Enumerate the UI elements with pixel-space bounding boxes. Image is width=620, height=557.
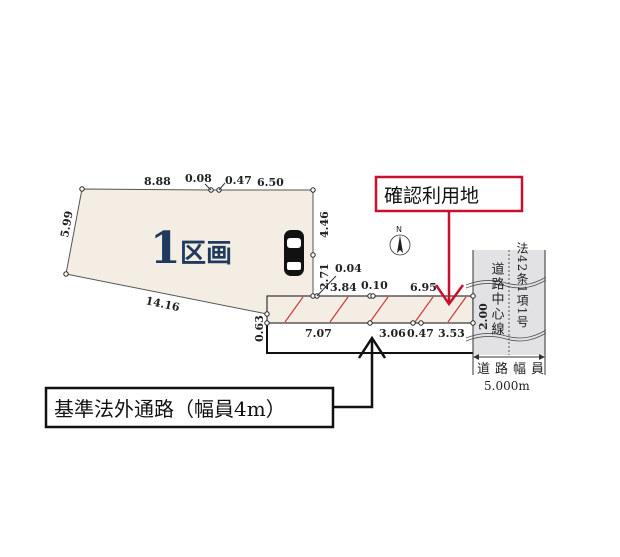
dim-strip-bot2: 3.06 [379, 327, 406, 340]
dim-strip-bot1: 7.07 [305, 327, 332, 340]
lot-label: 区画 [180, 239, 232, 269]
dim-right-upper: 4.46 [318, 211, 331, 238]
dim-strip-top3: 6.95 [410, 281, 437, 294]
dim-right-lower: 2.71 [318, 263, 331, 290]
dim-bottom-diag: 14.16 [144, 294, 181, 314]
leader-line [316, 275, 337, 297]
dim-strip-bot3: 0.47 [407, 327, 434, 340]
black-arrow [333, 338, 374, 409]
hatch-lines [284, 296, 467, 323]
road-article-label: 法42条1項1号 [515, 242, 529, 329]
dim-top-right: 6.50 [257, 176, 284, 189]
road-centerline-label: 道路中心線 [489, 262, 505, 337]
car-icon [284, 230, 304, 276]
dim-corner: 0.04 [335, 262, 362, 275]
private-path-text: 基準法外通路（幅員4m） [54, 397, 286, 421]
dim-top-mid1: 0.08 [185, 172, 212, 185]
private-path-callout [44, 386, 335, 429]
black-arrowhead [357, 335, 387, 359]
dim-strip-top2: 0.10 [361, 279, 388, 292]
dim-left: 5.99 [58, 210, 75, 239]
road-width-label: 道路幅員 [477, 361, 549, 377]
north-compass-icon: N [389, 225, 411, 256]
red-arrowhead [434, 284, 465, 307]
compass-label: N [396, 225, 402, 234]
arrowhead [473, 354, 479, 360]
dim-strip-left: 0.63 [253, 315, 266, 342]
confirmed-land-callout [374, 175, 524, 213]
confirmed-land-text: 確認利用地 [384, 185, 479, 207]
leader-line [204, 183, 212, 191]
dim-top-mid2: 0.47 [225, 174, 252, 187]
leader-line [218, 182, 226, 191]
arrowhead [539, 354, 545, 360]
dim-strip-bot4: 3.53 [438, 327, 465, 340]
dim-strip-top1: 3.84 [330, 281, 357, 294]
lot-number: 1 [150, 223, 181, 274]
dim-strip-right: 2.00 [477, 303, 490, 330]
road-break-mark [465, 276, 547, 342]
dim-top-left: 8.88 [144, 175, 171, 188]
road-width-value: 5.000m [484, 379, 530, 393]
survey-points [63, 186, 476, 326]
private-path-outline [266, 323, 473, 354]
confirmed-land-strip [266, 295, 474, 324]
